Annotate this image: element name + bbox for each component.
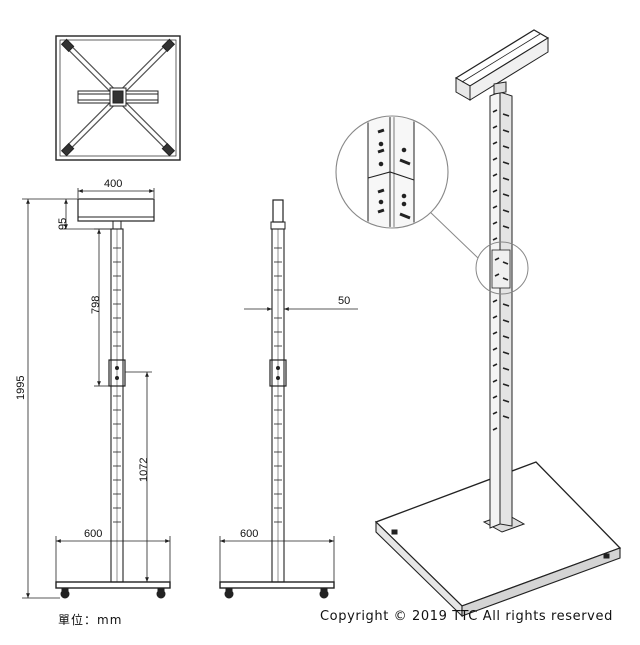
dim-base-side: 600 [240, 528, 258, 540]
front-view [55, 198, 171, 599]
dim-pole-width: 50 [338, 295, 350, 307]
dim-total-height: 1995 [15, 376, 27, 400]
front-pole-slots [113, 247, 121, 523]
top-view [55, 35, 181, 161]
iso-pole [489, 91, 513, 529]
dim-slot-span: 798 [90, 296, 102, 314]
isometric-view [374, 29, 622, 618]
copyright-text: Copyright © 2019 TTC All rights reserved [320, 609, 613, 624]
detail-magnified-view [335, 115, 449, 229]
front-wheels [60, 587, 166, 599]
detail-callout-line [427, 209, 479, 259]
front-dimensions [22, 188, 171, 599]
dim-top-width: 400 [104, 178, 122, 190]
dim-base-front: 600 [84, 528, 102, 540]
dim-lower-span: 1072 [138, 458, 150, 482]
side-wheels [224, 587, 329, 599]
iso-base-plate [374, 461, 622, 618]
iso-header-bar [454, 29, 550, 101]
dim-head-height: 95 [57, 218, 69, 230]
side-pole-slots [274, 247, 282, 523]
side-view [219, 199, 335, 599]
top-view-legs [67, 45, 169, 149]
unit-label: 單位：mm [58, 613, 123, 627]
side-dimensions [219, 307, 358, 582]
